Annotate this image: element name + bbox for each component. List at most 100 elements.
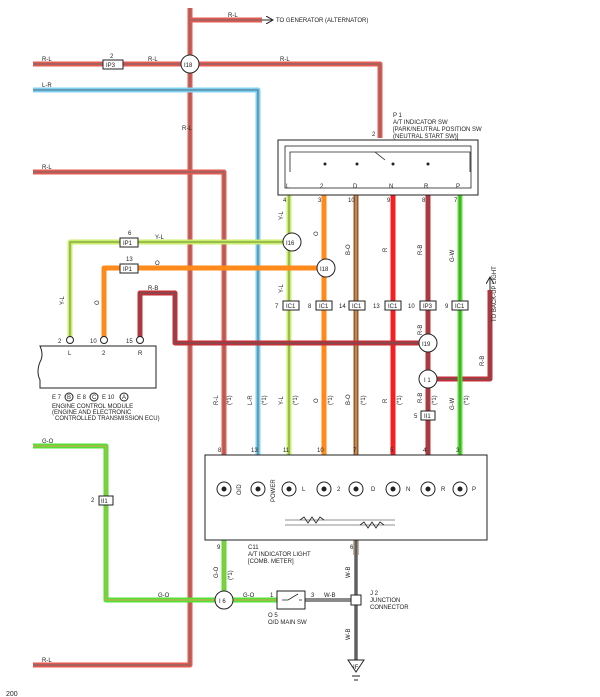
ecm-pos-R: R <box>138 351 143 357</box>
ecm-b: B <box>67 395 71 401</box>
connector-ic1-14 <box>348 300 366 311</box>
star1-rb: (*1) <box>432 395 438 405</box>
ecm-pin-15 <box>136 336 144 344</box>
j2-line2: CONNECTOR <box>370 605 409 611</box>
connector-label-ic1-9: IC1 <box>455 304 465 310</box>
connector-label-ic1-14: IC1 <box>352 304 362 310</box>
wire-label-wb-ground: W-B <box>346 628 352 640</box>
star1-bo: (*1) <box>361 395 367 405</box>
wire-label-rl-top3: R-L <box>280 57 290 63</box>
wire-label-rb-low: R-B <box>418 393 424 403</box>
c11-pin-8: 8 <box>218 448 222 454</box>
connector-label-i18-top: I18 <box>184 63 193 69</box>
ecm-pin-10-label: 10 <box>90 339 97 345</box>
connector-i1 <box>418 369 438 389</box>
wire-label-rb-p1: R-B <box>418 245 424 255</box>
c11-pin-5: 5 <box>390 448 394 454</box>
wire-label-rl-top2: R-L <box>148 57 158 63</box>
wire-label-r-p1: R <box>383 247 389 252</box>
wire-label-rb-mid: R-B <box>418 325 424 335</box>
connector-i19 <box>418 333 438 353</box>
ecm-line1: ENGINE CONTROL MODULE <box>52 404 133 410</box>
pin-13-ic1: 13 <box>373 304 380 310</box>
connector-ii1-go <box>98 495 114 506</box>
wire-label-yl-mid: Y-L <box>279 284 285 293</box>
pin-13-ip1: 13 <box>126 257 133 263</box>
p1-pin-4: 4 <box>283 198 287 204</box>
j2-junction <box>350 594 362 606</box>
wire-label-go-c11: G-O <box>214 566 220 578</box>
connector-label-ic1-7: IC1 <box>286 304 296 310</box>
p1-line3: (NEUTRAL START SW)] <box>393 134 459 140</box>
connector-ic1-7 <box>282 300 300 311</box>
wire-wb <box>305 540 358 660</box>
c11-pos-P: P <box>472 487 476 493</box>
c11-pin-10: 10 <box>317 448 324 454</box>
star1-rl: (*1) <box>227 395 233 405</box>
ecm-box <box>37 345 157 389</box>
c11-pin-7: 7 <box>353 448 357 454</box>
ground-icon <box>347 659 365 681</box>
connector-ip3-top <box>102 59 124 70</box>
connector-ic1-13 <box>384 300 402 311</box>
ecm-e10: E 10 <box>102 395 115 401</box>
connector-label-i6: I 6 <box>219 599 226 605</box>
p1-pos-L: L <box>286 184 290 190</box>
star1-r: (*1) <box>397 395 403 405</box>
pin-14-ic1: 14 <box>339 304 346 310</box>
resistor-1-icon <box>299 516 325 524</box>
p1-pos-D: D <box>353 184 358 190</box>
c11-lamp-r-icon <box>420 481 436 497</box>
connector-label-i18: I18 <box>320 267 329 273</box>
label-to-backup: TO BACK-UP LIGHT <box>492 266 498 322</box>
p1-line2: [PARK/NEUTRAL POSITION SW <box>393 127 482 133</box>
c11-pos-od: O/D <box>237 484 243 495</box>
wire-label-o-h: O <box>155 261 160 267</box>
wire-label-bo-c11: B-O <box>346 394 352 405</box>
p1-pin-8: 8 <box>422 198 426 204</box>
c11-pin-13: 13 <box>251 448 258 454</box>
wire-label-yl-h: Y-L <box>155 235 164 241</box>
connector-i18 <box>316 258 336 278</box>
c11-lamp-power-icon <box>250 481 266 497</box>
ecm-e7: E 7 <box>52 395 62 401</box>
ecm-b-circle <box>64 392 74 402</box>
ecm-c-circle <box>89 392 99 402</box>
p1-pos-N: N <box>389 184 393 190</box>
wire-label-go-o5: G-O <box>243 593 255 599</box>
connector-label-ip1-yl: IP1 <box>123 241 133 247</box>
pin-8-ic1: 8 <box>308 304 312 310</box>
connector-label-ip3-top: IP3 <box>106 63 116 69</box>
wire-label-lr-c11: L-R <box>248 395 254 405</box>
resistor-2-icon <box>359 521 385 529</box>
p1-pin-2: 2 <box>372 132 376 138</box>
wire-label-rl-c11: R-L <box>42 165 52 171</box>
connector-label-ii1: II1 <box>424 414 431 420</box>
c11-pin-3: 3 <box>456 448 460 454</box>
p1-pin-10: 10 <box>348 198 355 204</box>
c11-pos-D: D <box>371 487 376 493</box>
c11-box <box>204 454 488 541</box>
wire-label-wb-c11: W-B <box>346 566 352 578</box>
connector-ip1-yl <box>119 237 139 248</box>
pin-2-ii: 2 <box>91 498 95 504</box>
star1-gw: (*1) <box>464 395 470 405</box>
wire-label-o-c11: O <box>314 398 320 403</box>
wire-label-rl-vert: R-L <box>182 126 192 132</box>
connector-label-ic1-8: IC1 <box>319 304 329 310</box>
connector-i16 <box>282 232 302 252</box>
wire-lr <box>33 87 261 455</box>
p1-pos-2: 2 <box>320 184 324 190</box>
pin-6: 6 <box>128 231 132 237</box>
label-to-generator: TO GENERATOR (ALTERNATOR) <box>276 18 368 24</box>
c11-pos-N: N <box>406 487 410 493</box>
wire-label-r-c11: R <box>383 398 389 403</box>
star1-go: (*1) <box>228 570 234 580</box>
c11-lamp-2-icon <box>316 481 332 497</box>
j2-line1: JUNCTION <box>370 598 400 604</box>
wire-label-rb-backup: R-B <box>480 356 486 366</box>
ecm-c: C <box>92 395 97 401</box>
wire-label-o-ecm: O <box>95 300 101 305</box>
ecm-pin-15-label: 15 <box>126 339 133 345</box>
